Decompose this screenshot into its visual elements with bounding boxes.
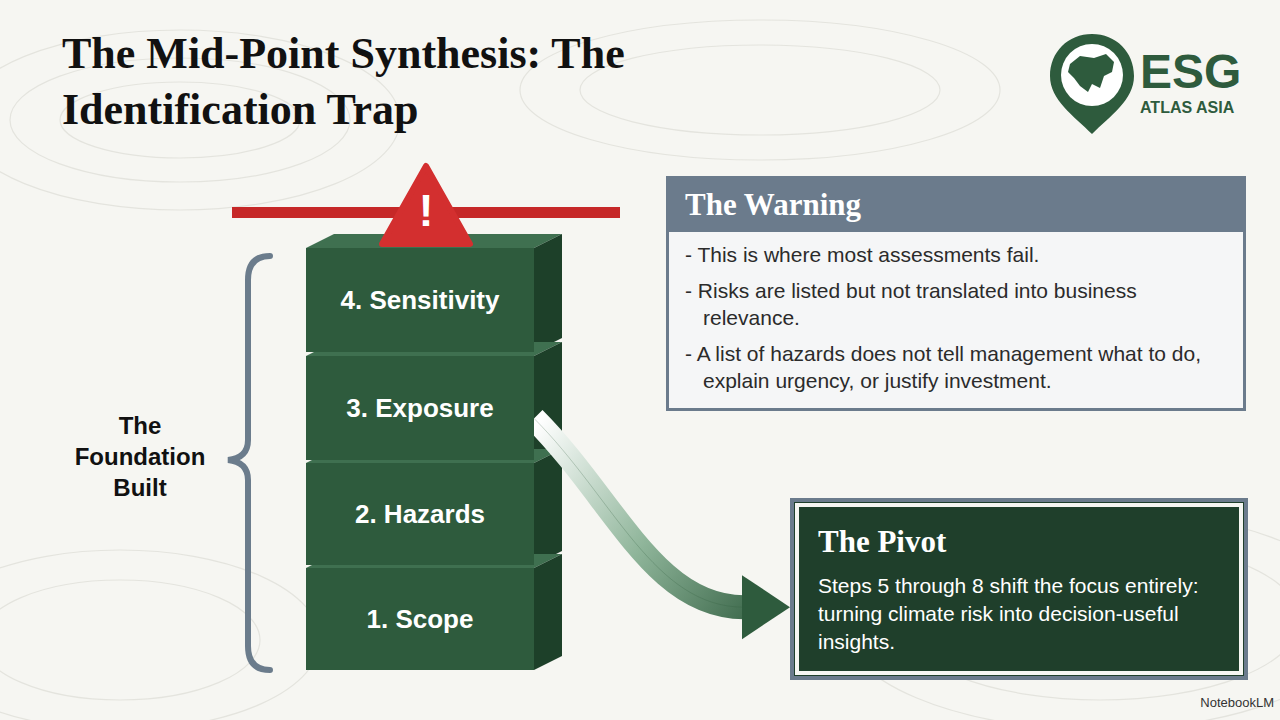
pivot-box: The PivotSteps 5 through 8 shift the foc…: [790, 498, 1248, 680]
box-heading: The Pivot: [818, 524, 1220, 560]
box-heading: 2. Hazards: [355, 499, 485, 530]
box-text: - Risks are listed but not translated in…: [669, 277, 1243, 331]
arrow-head: [742, 575, 790, 639]
stack-block: 3. Exposure: [306, 356, 534, 460]
stack-block: 4. Sensitivity: [306, 248, 534, 352]
bracket-label: The Foundation Built: [70, 410, 210, 503]
stack-block: 2. Hazards: [306, 463, 534, 565]
box-heading: 4. Sensitivity: [341, 285, 500, 316]
arrow-shaft: [534, 418, 744, 607]
warning-mark: !: [396, 186, 456, 236]
arrow-edge: [534, 418, 744, 607]
topo-lines: [0, 20, 1280, 720]
bracket: [228, 256, 270, 670]
box-text: - A list of hazards does not tell manage…: [669, 340, 1243, 394]
logo-subtext: ATLAS ASIA: [1140, 98, 1275, 118]
title: The Mid-Point Synthesis: The Identificat…: [62, 26, 702, 138]
box-heading: The Warning: [669, 179, 1243, 232]
curved-arrow: [534, 418, 790, 639]
watermark: NotebookLM: [1150, 694, 1274, 712]
stack-block: 1. Scope: [306, 568, 534, 670]
block-faces: [306, 234, 562, 670]
warning-box: The Warning - This is where most assessme…: [666, 176, 1246, 411]
warning-triangle: [382, 166, 470, 244]
logo-text: ESG: [1140, 46, 1270, 98]
box-text: - This is where most assessments fail.: [669, 241, 1243, 268]
box-text: Steps 5 through 8 shift the focus entire…: [818, 572, 1220, 656]
box-heading: 1. Scope: [367, 604, 474, 635]
logo-pin: [1050, 34, 1134, 134]
box-heading: 3. Exposure: [346, 393, 493, 424]
